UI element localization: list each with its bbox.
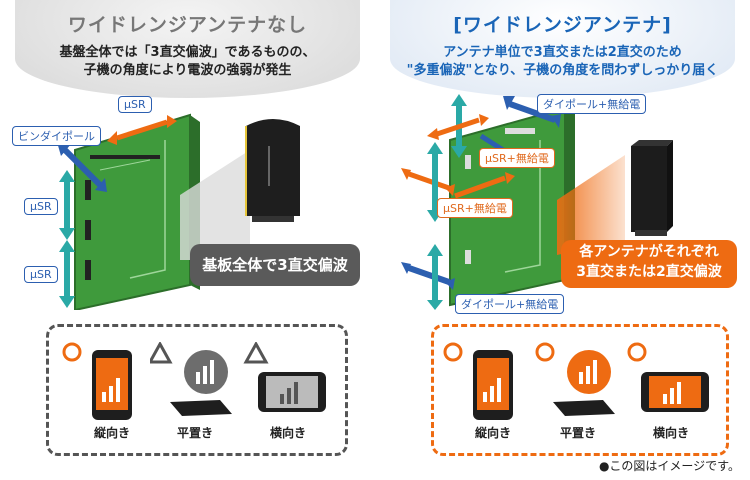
circle-rating-icon xyxy=(443,342,463,362)
usr-arrow-top xyxy=(116,119,168,141)
right-desc-line1: アンテナ単位で3直交または2直交のため xyxy=(443,45,682,60)
right-title: [ワイドレンジアンテナ] xyxy=(453,14,672,36)
right-desc-line2: "多重偏波"となり、子機の角度を問わずしっかり届く xyxy=(406,63,719,78)
left-device-flat xyxy=(150,342,232,416)
left-title: ワイドレンジアンテナなし xyxy=(67,14,308,36)
left-callout: 基板全体で3直交偏波 xyxy=(190,244,360,286)
right-router xyxy=(631,140,673,236)
right-panel: [ワイドレンジアンテナ] アンテナ単位で3直交または2直交のため "多重偏波"と… xyxy=(375,0,750,480)
left-panel: ワイドレンジアンテナなし 基盤全体では「3直交偏波」であるものの、 子機の角度に… xyxy=(12,0,360,456)
right-beam xyxy=(557,155,625,255)
right-device-label-horizontal: 横向き xyxy=(652,426,689,440)
tag-usr-2: μSR+無給電 xyxy=(437,198,513,218)
left-desc-line1: 基盤全体では「3直交偏波」であるものの、 xyxy=(59,45,316,60)
tag-usr-mid: μSR xyxy=(24,198,58,215)
circle-rating-icon xyxy=(62,342,82,362)
tag-dipole: ビンダイポール xyxy=(12,126,101,146)
right-callout: 各アンテナがそれぞれ 3直交または2直交偏波 xyxy=(561,240,737,288)
left-header-bubble xyxy=(15,0,360,98)
left-device-box xyxy=(46,324,348,456)
left-circuit-board xyxy=(74,113,200,310)
circle-rating-icon xyxy=(627,342,647,362)
left-desc-line2: 子機の角度により電波の強弱が発生 xyxy=(83,63,292,78)
right-device-label-flat: 平置き xyxy=(559,426,596,440)
right-device-vertical xyxy=(443,342,513,420)
right-callout-line1: 各アンテナがそれぞれ xyxy=(579,244,719,260)
tag-dipole-top: ダイポール+無給電 xyxy=(537,94,647,114)
left-device-horizontal xyxy=(243,342,326,412)
right-antenna-arrows xyxy=(401,94,561,310)
right-device-label-vertical: 縦向き xyxy=(474,426,511,440)
left-antenna-arrows xyxy=(57,115,177,308)
left-router xyxy=(245,119,300,222)
left-device-label-flat: 平置き xyxy=(176,426,213,440)
footnote: ●この図はイメージです。 xyxy=(598,459,740,473)
tag-dipole-bottom: ダイポール+無給電 xyxy=(455,294,565,314)
circle-rating-icon xyxy=(535,342,555,362)
tag-usr-bottom: μSR xyxy=(24,266,58,283)
triangle-rating-icon xyxy=(243,342,269,364)
left-device-label-vertical: 縦向き xyxy=(93,426,130,440)
right-device-box xyxy=(431,324,729,456)
dipole-arrow xyxy=(62,147,103,188)
triangle-rating-icon xyxy=(150,342,173,364)
right-device-horizontal xyxy=(627,342,709,412)
right-header-bubble xyxy=(390,0,735,98)
tag-usr-top: μSR xyxy=(118,96,152,113)
dipole-arrow-top xyxy=(508,101,557,123)
left-device-label-horizontal: 横向き xyxy=(269,426,306,440)
left-beam xyxy=(180,150,250,260)
tag-usr-1: μSR+無給電 xyxy=(479,148,555,168)
left-device-vertical xyxy=(62,342,132,420)
right-callout-line2: 3直交または2直交偏波 xyxy=(576,264,722,280)
right-device-flat xyxy=(535,342,615,416)
